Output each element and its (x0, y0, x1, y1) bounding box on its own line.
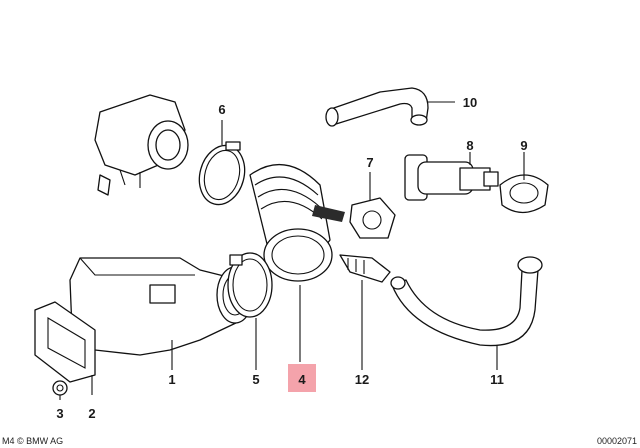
callout-9[interactable]: 9 (520, 138, 527, 153)
valve-7-drawing (349, 197, 396, 239)
clip-9-drawing (499, 174, 549, 214)
clamp-5-drawing (227, 252, 273, 318)
callout-10[interactable]: 10 (463, 95, 477, 110)
callout-11[interactable]: 11 (490, 372, 504, 387)
copyright-footer: M4 © BMW AG (2, 436, 63, 446)
nut-3-drawing (52, 380, 68, 396)
callout-1[interactable]: 1 (168, 372, 175, 387)
callout-4[interactable]: 4 (298, 372, 306, 387)
clamp-6-drawing (198, 141, 246, 206)
hose-10-drawing (325, 87, 429, 127)
callout-8[interactable]: 8 (466, 138, 473, 153)
callout-3[interactable]: 3 (56, 406, 63, 421)
callout-12[interactable]: 12 (355, 372, 369, 387)
document-number: 00002071 (596, 436, 637, 446)
callout-6[interactable]: 6 (218, 102, 225, 117)
hose-11-drawing (390, 256, 543, 347)
bracket-2-drawing (34, 301, 96, 383)
callout-4-highlight (288, 364, 316, 392)
callout-5[interactable]: 5 (252, 372, 259, 387)
callout-2[interactable]: 2 (88, 406, 95, 421)
copyright-owner: © BMW AG (17, 436, 64, 446)
leader-lines (59, 101, 525, 400)
intake-boot-drawing (249, 163, 345, 282)
copyright-prefix: M4 (2, 436, 15, 446)
idle-valve-8-drawing (404, 154, 499, 201)
connector-12-drawing (339, 254, 391, 283)
air-flow-meter-drawing (69, 257, 254, 356)
throttle-body-drawing (94, 94, 189, 196)
callout-7[interactable]: 7 (366, 155, 373, 170)
